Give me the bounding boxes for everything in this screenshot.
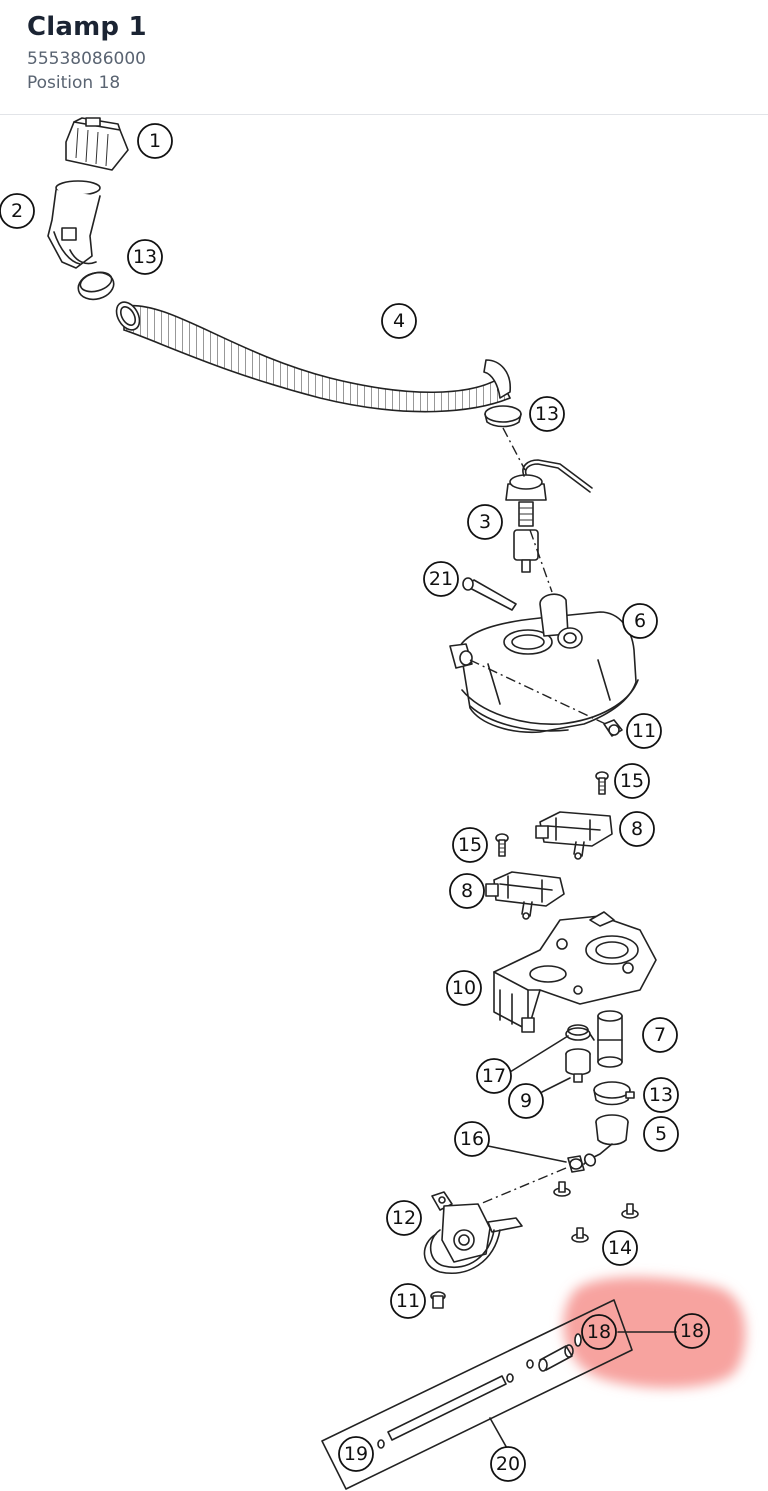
callout-4[interactable]: 4 [381, 303, 417, 339]
svg-text:19: 19 [344, 1443, 368, 1465]
svg-text:16: 16 [460, 1128, 484, 1150]
callout-1[interactable]: 1 [137, 123, 173, 159]
svg-text:20: 20 [496, 1453, 520, 1475]
part-7-cylinder[interactable] [597, 1010, 623, 1068]
part-17-spring-clip[interactable] [565, 1024, 595, 1041]
callout-13-upper[interactable]: 13 [127, 239, 163, 275]
svg-text:12: 12 [392, 1207, 416, 1229]
callout-9[interactable]: 9 [508, 1083, 544, 1119]
svg-text:14: 14 [608, 1237, 632, 1259]
callout-3[interactable]: 3 [467, 504, 503, 540]
part-6-airbox[interactable] [449, 593, 639, 734]
callout-17[interactable]: 17 [476, 1058, 512, 1094]
part-10-housing[interactable] [493, 911, 657, 1033]
callout-13-middle[interactable]: 13 [529, 396, 565, 432]
part-15-screw-lower[interactable] [495, 833, 509, 857]
callout-20[interactable]: 20 [490, 1446, 526, 1482]
svg-text:9: 9 [520, 1090, 532, 1112]
callout-15-upper[interactable]: 15 [614, 763, 650, 799]
callout-21[interactable]: 21 [423, 561, 459, 597]
svg-text:8: 8 [631, 818, 643, 840]
callout-15-lower[interactable]: 15 [452, 827, 488, 863]
callout-16[interactable]: 16 [454, 1121, 490, 1157]
svg-text:15: 15 [620, 770, 644, 792]
svg-text:7: 7 [654, 1024, 666, 1046]
part-number: 55538086000 [27, 49, 146, 69]
part-11-screw-lower[interactable] [430, 1291, 446, 1309]
svg-text:2: 2 [11, 200, 23, 222]
svg-text:15: 15 [458, 834, 482, 856]
part-13-clamp-upper[interactable] [75, 269, 117, 303]
callout-8-lower[interactable]: 8 [449, 873, 485, 909]
part-position: Position 18 [27, 73, 121, 93]
part-11-screw-upper[interactable] [603, 719, 623, 737]
svg-text:17: 17 [482, 1065, 506, 1087]
svg-text:13: 13 [649, 1084, 673, 1106]
callout-8-upper[interactable]: 8 [619, 811, 655, 847]
svg-text:3: 3 [479, 511, 491, 533]
callout-5[interactable]: 5 [643, 1116, 679, 1152]
part-14-screws[interactable] [553, 1181, 639, 1243]
callout-13-lower[interactable]: 13 [643, 1077, 679, 1113]
svg-text:4: 4 [393, 310, 405, 332]
svg-text:6: 6 [634, 610, 646, 632]
part-header: Clamp 1 55538086000 Position 18 [0, 0, 768, 115]
part-19-tube[interactable] [377, 1375, 507, 1449]
part-18-clamp[interactable] [538, 1333, 582, 1372]
part-16-small-clamp[interactable] [567, 1155, 585, 1173]
svg-text:18: 18 [587, 1321, 611, 1343]
callout-2[interactable]: 2 [0, 193, 35, 229]
callout-19[interactable]: 19 [338, 1436, 374, 1472]
part-8-sensor-lower[interactable] [485, 871, 565, 920]
svg-text:1: 1 [149, 130, 161, 152]
part-9-plug[interactable] [565, 1048, 591, 1083]
svg-text:13: 13 [535, 403, 559, 425]
part-20-kit-frame[interactable] [321, 1299, 633, 1490]
part-15-screw-upper[interactable] [595, 771, 609, 795]
part-13-clamp-lower[interactable] [593, 1081, 635, 1106]
svg-text:11: 11 [396, 1290, 420, 1312]
svg-text:11: 11 [632, 720, 656, 742]
svg-text:13: 13 [133, 246, 157, 268]
part-8-sensor-upper[interactable] [535, 811, 613, 860]
exploded-parts-diagram: 1 2 13 4 13 3 21 6 11 15 8 15 8 10 7 17 … [0, 117, 746, 1490]
svg-text:18: 18 [680, 1320, 704, 1342]
part-title: Clamp 1 [27, 12, 147, 42]
part-3-valve[interactable] [505, 459, 593, 573]
callout-11-upper[interactable]: 11 [626, 713, 662, 749]
callout-14[interactable]: 14 [602, 1230, 638, 1266]
callout-11-lower[interactable]: 11 [390, 1283, 426, 1319]
svg-text:10: 10 [452, 977, 476, 999]
kit-small-clips [506, 1359, 534, 1383]
part-12-solenoid-valve[interactable] [423, 1191, 523, 1274]
callout-18-inner[interactable]: 18 [581, 1314, 617, 1350]
callout-18-outer[interactable]: 18 [674, 1313, 710, 1349]
callout-6[interactable]: 6 [622, 603, 658, 639]
part-1-cap[interactable] [65, 117, 129, 171]
svg-text:5: 5 [655, 1123, 667, 1145]
callout-7[interactable]: 7 [642, 1017, 678, 1053]
part-4-corrugated-hose[interactable] [112, 298, 512, 413]
svg-text:8: 8 [461, 880, 473, 902]
part-13-clamp-middle[interactable] [484, 405, 522, 428]
callout-12[interactable]: 12 [386, 1200, 422, 1236]
svg-text:21: 21 [429, 568, 453, 590]
callout-10[interactable]: 10 [446, 970, 482, 1006]
part-5-connector[interactable] [583, 1114, 629, 1168]
part-2-intake-elbow[interactable] [47, 180, 101, 269]
part-21-bolt[interactable] [462, 577, 517, 611]
